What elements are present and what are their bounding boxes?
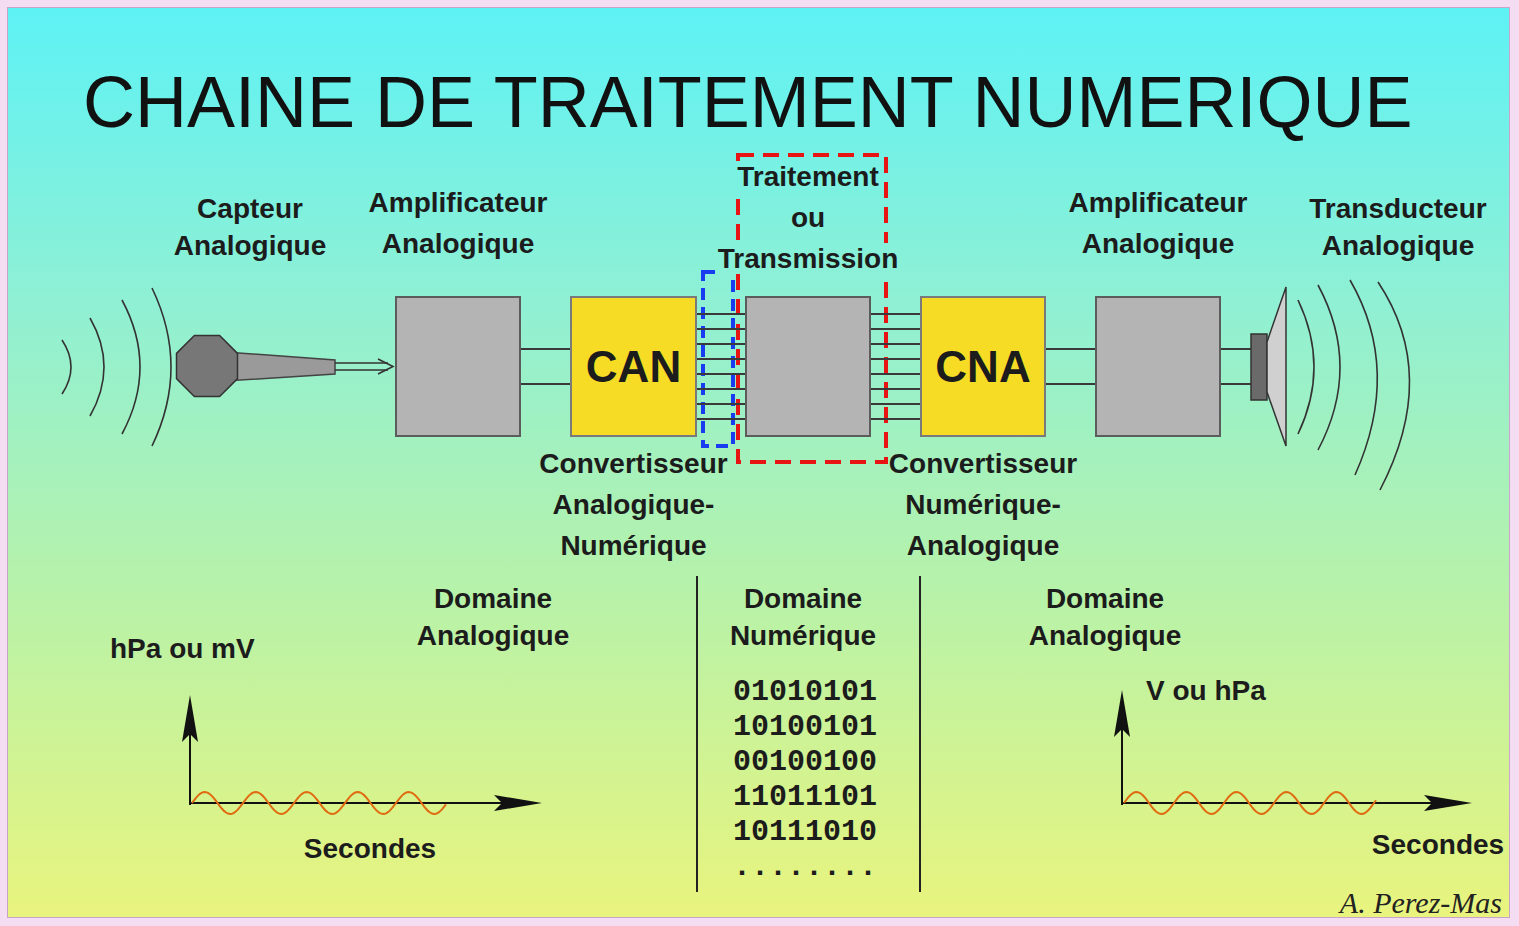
text-holder: Convertisseur Analogique- Numérique (519, 445, 749, 568)
axis-arrowhead (494, 795, 542, 811)
sound-wave (1378, 282, 1410, 490)
box-label: CAN (586, 342, 681, 392)
microphone-wire (335, 369, 388, 371)
box-heading: Convertisseur Analogique- Numérique (539, 448, 727, 561)
box-heading: Amplificateur Analogique (369, 187, 548, 259)
binary-word: 10111010 (705, 815, 905, 850)
text-holder: Convertisseur Numérique- Analogique (868, 445, 1098, 568)
amplifier-box: Amplificateur Analogique (1095, 296, 1221, 437)
domain-label: Domaine Numérique (703, 580, 903, 654)
text-holder: Amplificateur Analogique (358, 184, 558, 266)
text-holder: CNA (922, 298, 1044, 435)
binary-word: 01010101 (705, 675, 905, 710)
binary-word: 10100101 (705, 710, 905, 745)
text-holder: Amplificateur Analogique (1058, 184, 1258, 266)
sound-wave (1350, 280, 1377, 475)
sound-wave (90, 318, 104, 416)
axis-arrowhead (182, 695, 198, 742)
box-heading: Convertisseur Numérique- Analogique (889, 448, 1077, 561)
speaker-wire (1221, 348, 1251, 350)
box-label: CNA (935, 342, 1030, 392)
diagram-title: CHAINE DE TRAITEMENT NUMERIQUE (83, 66, 1412, 138)
speaker-magnet (1251, 334, 1267, 400)
axis-arrowhead (1424, 795, 1472, 811)
bus-wires (1046, 349, 1095, 384)
axis-label: Secondes (270, 830, 470, 867)
divider-line (696, 576, 698, 892)
component-label: Capteur Analogique (150, 190, 350, 264)
converter-box: CANConvertisseur Analogique- Numérique (570, 296, 697, 437)
microphone-head (177, 336, 238, 397)
speaker-wire (1221, 383, 1251, 385)
signal-wave (1124, 792, 1376, 814)
axis-arrowhead (1114, 690, 1130, 737)
microphone-wire (335, 362, 388, 364)
component-label: Transducteur Analogique (1293, 190, 1503, 264)
sound-wave (62, 340, 71, 394)
domain-label: Domaine Analogique (393, 580, 593, 654)
signal-wave (192, 792, 446, 814)
binary-word: 11011101 (705, 780, 905, 815)
axis-line (1121, 718, 1123, 805)
processing-box: Traitement ou Transmission (745, 296, 871, 437)
binary-word: ........ (705, 850, 905, 885)
axis-line (1122, 802, 1450, 804)
axis-label: hPa ou mV (110, 630, 255, 667)
axis-label: Secondes (1363, 826, 1513, 863)
domain-label: Domaine Analogique (1005, 580, 1205, 654)
box-heading: Traitement ou Transmission (715, 161, 902, 274)
amplifier-box: Amplificateur Analogique (395, 296, 521, 437)
bus-wires (521, 349, 570, 384)
bus-wires (697, 314, 745, 419)
text-holder: CAN (572, 298, 695, 435)
box-heading: Amplificateur Analogique (1069, 187, 1248, 259)
sound-wave (1298, 300, 1314, 434)
sound-wave (1318, 285, 1340, 450)
converter-box: CNAConvertisseur Numérique- Analogique (920, 296, 1046, 437)
wire-arrowhead (378, 359, 393, 374)
microphone-handle (225, 352, 335, 381)
speaker-cone (1267, 287, 1286, 446)
sound-wave (152, 288, 171, 446)
binary-word: 00100100 (705, 745, 905, 780)
divider-line (919, 576, 921, 892)
axis-line (190, 802, 520, 804)
axis-label: V ou hPa (1146, 672, 1266, 709)
sound-wave (122, 300, 140, 434)
signature: A. Perez-Mas (1340, 886, 1502, 920)
bus-wires (871, 314, 920, 419)
text-holder: Traitement ou Transmission (711, 158, 906, 281)
